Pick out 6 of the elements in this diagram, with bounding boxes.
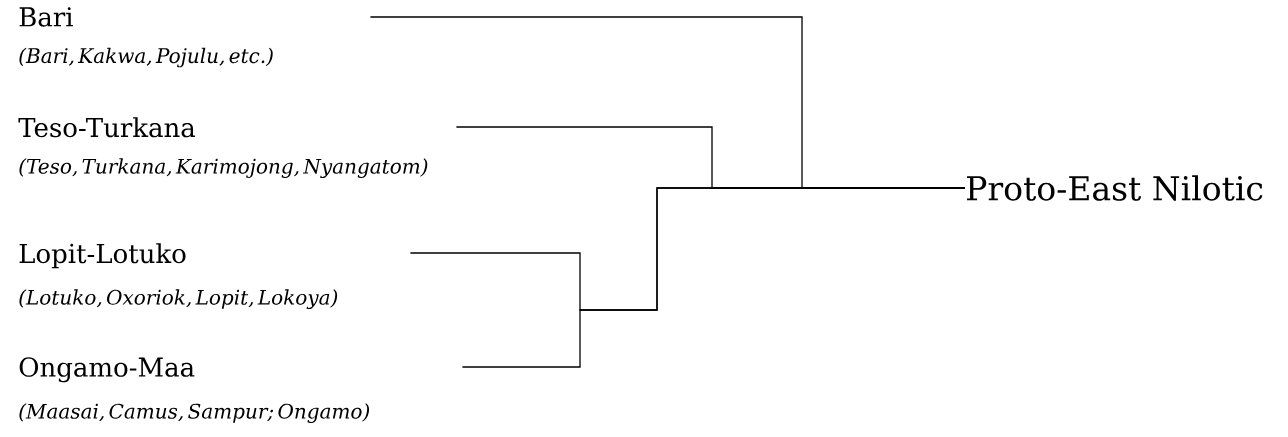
tree-branch xyxy=(461,187,966,368)
language-group-label: Ongamo-Maa (Maasai, Camus, Sampur; Ongamo) xyxy=(19,357,370,423)
root-label: Proto-East Nilotic xyxy=(967,175,1263,201)
language-group-label: Teso-Turkana (Teso, Turkana, Karimojong, Nyangatom) xyxy=(18,117,428,178)
language-group-label: Bari (Bari, Kakwa, Pojulu, etc.) xyxy=(19,7,273,68)
language-group-label: Lopit-Lotuko (Lotuko, Oxoriok, Lopit, Lokoya) xyxy=(19,243,338,309)
